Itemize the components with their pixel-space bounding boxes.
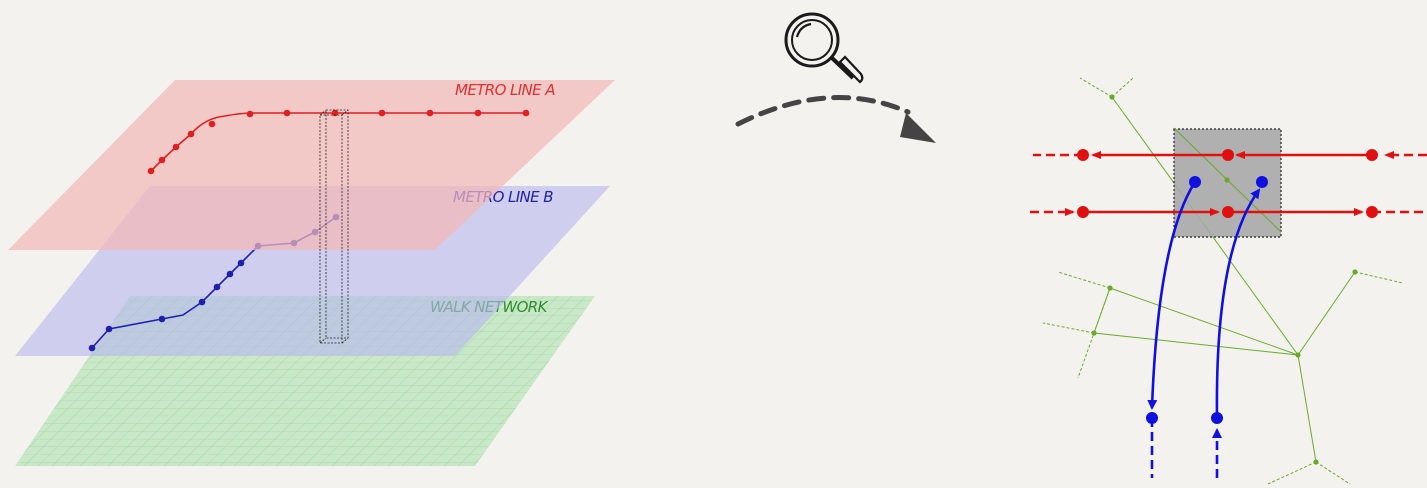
metro-station [474,109,482,117]
station-node [1189,176,1201,188]
metro-station [246,110,254,118]
metro-station [187,130,195,138]
station-node [1366,206,1378,218]
station-node [1077,206,1089,218]
metro-line-a-stations [147,109,530,175]
walk-node [1107,285,1113,291]
walk-node [1224,177,1230,183]
station-node [1366,149,1378,161]
metro-station [147,167,155,175]
station-node [1222,149,1234,161]
metro-station [331,109,339,117]
station-node [1256,176,1268,188]
metro-line-b-detail-stations [1146,176,1268,424]
walk-node [1295,352,1301,358]
metro-line-a-detail-stubs [1030,151,1427,216]
metro-station [213,283,221,291]
station-node [1211,412,1223,424]
dashed-curved-arrow-icon [735,95,936,143]
metro-station [237,259,245,267]
station-node [1222,206,1234,218]
metro-station [158,156,166,164]
metro-line-a-label: METRO LINE A [455,81,555,99]
walk-node [1109,94,1115,100]
walk-node [1352,269,1358,275]
transfer-column [319,109,349,344]
metro-station [105,325,113,333]
metro-line-a-layer: METRO LINE A [8,80,615,250]
magnifier-icon [784,12,864,84]
walk-node [1313,459,1319,465]
station-node [1146,412,1158,424]
metro-station [158,315,166,323]
walk-network-nodes [1091,94,1358,465]
metro-station [198,298,206,306]
metro-station [226,270,234,278]
metro-station [426,109,434,117]
station-node [1077,149,1089,161]
metro-line-b-detail [1147,181,1261,418]
layered-planes: WALK NETWORK METRO LINE B METRO LINE A [8,80,615,466]
metro-station [172,143,180,151]
metro-line-a-plane [8,80,615,250]
station-detail [1030,77,1427,485]
metro-line-b-detail-stubs [1150,418,1222,478]
metro-line-a-detail [1083,151,1372,216]
metro-line-a-detail-stations [1077,149,1378,218]
metro-station [378,109,386,117]
metro-station [88,344,96,352]
metro-station [522,109,530,117]
metro-station [208,120,216,128]
walk-node [1091,330,1097,336]
metro-station [283,109,291,117]
